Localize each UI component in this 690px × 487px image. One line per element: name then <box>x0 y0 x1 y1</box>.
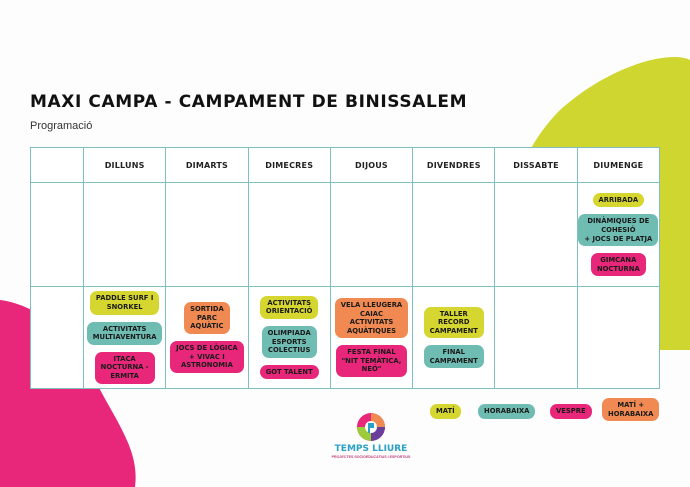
activity-pill: DINÀMIQUES DE COHESIÓ + JOCS DE PLATJA <box>578 214 659 247</box>
activity-pill: ACTIVITATS MULTIAVENTURA <box>86 321 163 345</box>
legend-item-mati-horabaixa: MATÍ + HORABAIXA <box>602 398 660 422</box>
activity-pill: SORTIDA PARC AQUÀTIC <box>184 302 230 334</box>
activity-list: PADDLE SURF I SNORKEL ACTIVITATS MULTIAV… <box>84 287 165 388</box>
activity-pill: GOT TALENT <box>259 364 319 380</box>
page-subtitle: Programació <box>30 120 93 132</box>
day-header: DIVENDRES <box>412 147 496 183</box>
day-cell <box>329 182 414 287</box>
activity-list: SORTIDA PARC AQUÀTIC JOCS DE LÒGICA + VI… <box>166 287 247 388</box>
activity-list: VELA LLEUGERA CAIAC ACTIVITATS AQUÀTIQUE… <box>331 287 412 388</box>
corner-cell <box>30 147 84 183</box>
activity-pill: ITACA NOCTURNA - ERMITA <box>94 351 155 384</box>
day-cell <box>82 182 167 287</box>
day-cell: SORTIDA PARC AQUÀTIC JOCS DE LÒGICA + VI… <box>165 286 249 389</box>
day-cell: VELA LLEUGERA CAIAC ACTIVITATS AQUÀTIQUE… <box>329 286 414 389</box>
day-header: DIUMENGE <box>576 147 661 183</box>
logo-tagline: PROJECTES SOCIOEDUCATIUS I ESPORTIUS <box>331 455 411 459</box>
day-cell: PADDLE SURF I SNORKEL ACTIVITATS MULTIAV… <box>82 286 167 389</box>
activity-pill: GIMCANA NOCTURNA <box>590 253 646 277</box>
activity-pill: ACTIVITATS ORIENTACIÓ <box>259 295 319 319</box>
row-label-cell <box>30 286 84 389</box>
activity-list: ARRIBADA DINÀMIQUES DE COHESIÓ + JOCS DE… <box>578 183 659 286</box>
day-header: DIMARTS <box>165 147 249 183</box>
day-header: DIMECRES <box>247 147 331 183</box>
activity-pill: PADDLE SURF I SNORKEL <box>89 291 160 315</box>
day-cell: ACTIVITATS ORIENTACIÓ OLIMPIADA ESPORTS … <box>247 286 331 389</box>
day-cell: ARRIBADA DINÀMIQUES DE COHESIÓ + JOCS DE… <box>576 182 661 287</box>
legend-item-horabaixa: HORABAIXA <box>478 404 536 419</box>
day-cell <box>247 182 331 287</box>
activity-pill: TALLER RECORD CAMPAMENT <box>423 306 484 339</box>
legend-item-mati: MATÍ <box>430 404 461 419</box>
activity-pill: ARRIBADA <box>592 192 645 208</box>
day-cell <box>165 182 249 287</box>
day-cell <box>494 182 578 287</box>
schedule-row-1: ARRIBADA DINÀMIQUES DE COHESIÓ + JOCS DE… <box>30 182 661 287</box>
row-label-cell <box>30 182 84 287</box>
legend: MATÍ HORABAIXA VESPRE MATÍ + HORABAIXA <box>430 398 660 426</box>
activity-pill: VELA LLEUGERA CAIAC ACTIVITATS AQUÀTIQUE… <box>334 297 409 339</box>
activity-list: TALLER RECORD CAMPAMENT FINAL CAMPAMENT <box>413 287 494 388</box>
page-title: MAXI CAMPA - CAMPAMENT DE BINISSALEM <box>30 92 468 112</box>
day-cell <box>494 286 578 389</box>
activity-pill: FINAL CAMPAMENT <box>423 345 484 369</box>
day-header: DISSABTE <box>494 147 578 183</box>
activity-list: ACTIVITATS ORIENTACIÓ OLIMPIADA ESPORTS … <box>249 287 330 388</box>
day-header: DIJOUS <box>329 147 414 183</box>
day-cell <box>412 182 496 287</box>
logo-name: TEMPS LLIURE <box>334 444 408 454</box>
activity-pill: FESTA FINAL "NIT TEMÀTICA, NEÓ" <box>335 345 408 378</box>
day-cell <box>576 286 661 389</box>
temps-lliure-logo-icon <box>357 413 385 441</box>
day-header: DILLUNS <box>82 147 167 183</box>
legend-item-vespre: VESPRE <box>550 404 592 419</box>
activity-pill: OLIMPIADA ESPORTS COLECTIUS <box>261 325 317 358</box>
day-cell: TALLER RECORD CAMPAMENT FINAL CAMPAMENT <box>412 286 496 389</box>
schedule-row-2: PADDLE SURF I SNORKEL ACTIVITATS MULTIAV… <box>30 286 661 389</box>
header-row: DILLUNS DIMARTS DIMECRES DIJOUS DIVENDRE… <box>30 147 661 183</box>
schedule-table: DILLUNS DIMARTS DIMECRES DIJOUS DIVENDRE… <box>30 147 661 389</box>
activity-pill: JOCS DE LÒGICA + VIVAC I ASTRONOMIA <box>170 341 244 373</box>
